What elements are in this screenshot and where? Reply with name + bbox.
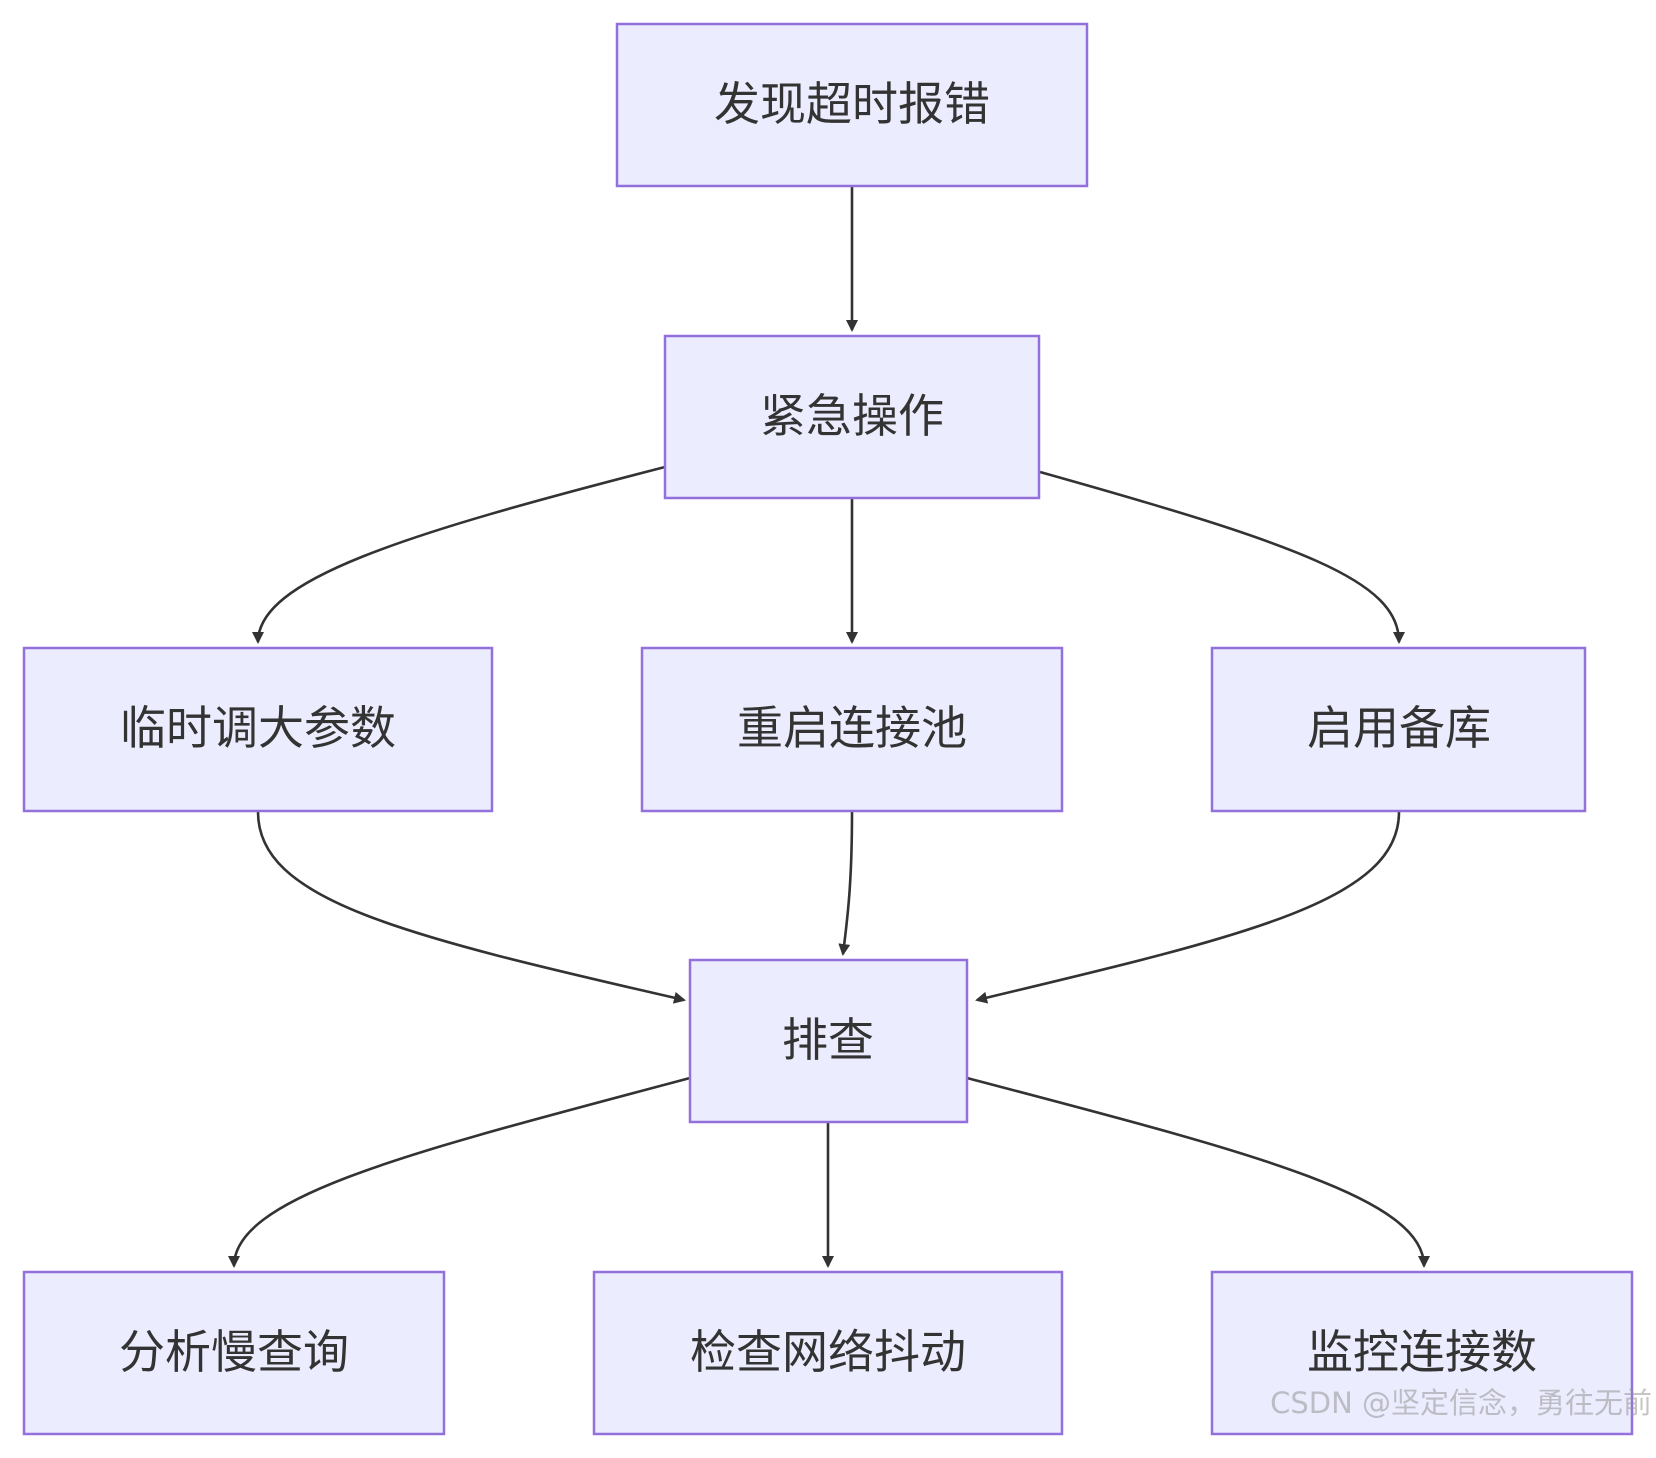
edges: [228, 187, 1430, 1268]
node-n4-box: [640, 646, 1064, 813]
node-n4: 重启连接池: [640, 646, 1064, 813]
node-n3-box: [22, 646, 494, 813]
node-n7-box: [22, 1270, 446, 1436]
edge-n6-n9: [966, 1076, 1430, 1268]
node-n2-label: 紧急操作: [760, 389, 944, 443]
node-n1-label: 发现超时报错: [714, 77, 990, 131]
node-n5-label: 启用备库: [1307, 701, 1491, 755]
node-n2-box: [663, 334, 1041, 500]
node-n8-label: 检查网络抖动: [690, 1325, 966, 1379]
node-n7-label: 分析慢查询: [119, 1325, 349, 1379]
node-n1-box: [615, 22, 1089, 188]
node-n6: 排查: [688, 958, 969, 1124]
node-n9-box: [1210, 1270, 1634, 1436]
node-n9-label: 监控连接数: [1307, 1325, 1537, 1379]
node-n6-label: 排查: [782, 1013, 874, 1067]
node-n1: 发现超时报错: [615, 22, 1089, 188]
edge-n4-n6: [838, 811, 854, 956]
node-n6-box: [688, 958, 969, 1124]
node-n5-box: [1210, 646, 1587, 813]
edge-n2-n3: [252, 465, 666, 644]
node-n5: 启用备库: [1210, 646, 1587, 813]
node-n8-box: [592, 1270, 1064, 1436]
node-n4-label: 重启连接池: [737, 701, 967, 755]
node-n7: 分析慢查询: [22, 1270, 446, 1436]
node-n3: 临时调大参数: [22, 646, 494, 813]
edge-n3-n6: [256, 811, 686, 1004]
watermark: CSDN @坚定信念，勇往无前: [1270, 1386, 1652, 1420]
edge-n2-n5: [1039, 470, 1405, 644]
edge-n5-n6: [975, 811, 1401, 1004]
edge-n6-n7: [228, 1076, 691, 1268]
node-n9: 监控连接数: [1210, 1270, 1634, 1436]
node-n3-label: 临时调大参数: [120, 701, 396, 755]
node-n8: 检查网络抖动: [592, 1270, 1064, 1436]
node-n2: 紧急操作: [663, 334, 1041, 500]
